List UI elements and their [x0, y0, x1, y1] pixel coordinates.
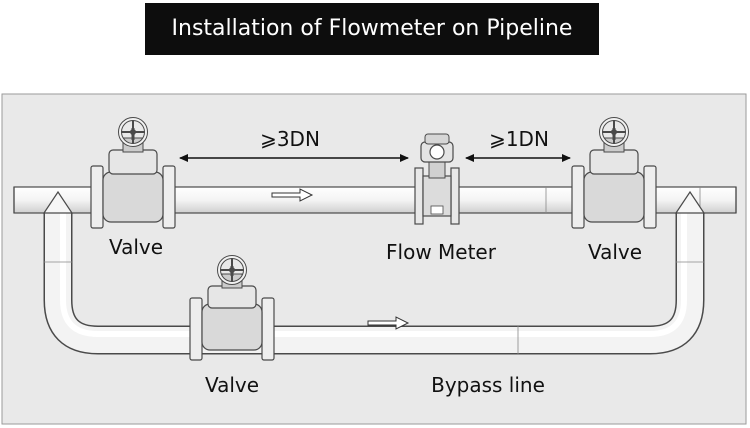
- valve-bypass-label: Valve: [205, 373, 259, 397]
- bypass-pipe: [42, 190, 706, 355]
- diagram-title: Installation of Flowmeter on Pipeline: [171, 16, 573, 41]
- flow-direction-arrow-main: [271, 188, 314, 202]
- valve-right-label: Valve: [588, 240, 642, 264]
- flow-meter-label: Flow Meter: [386, 240, 497, 264]
- flow-meter: [414, 133, 460, 225]
- valve-left: [90, 117, 176, 229]
- valve-bypass: [189, 255, 275, 361]
- bypass-line-label: Bypass line: [431, 373, 545, 397]
- title-banner: Installation of Flowmeter on Pipeline: [145, 3, 599, 55]
- upstream-distance-label: ⩾3DN: [260, 127, 320, 151]
- downstream-distance-label: ⩾1DN: [489, 127, 549, 151]
- valve-left-label: Valve: [109, 235, 163, 259]
- valve-right: [571, 117, 657, 229]
- flow-direction-arrow-bypass: [367, 316, 410, 330]
